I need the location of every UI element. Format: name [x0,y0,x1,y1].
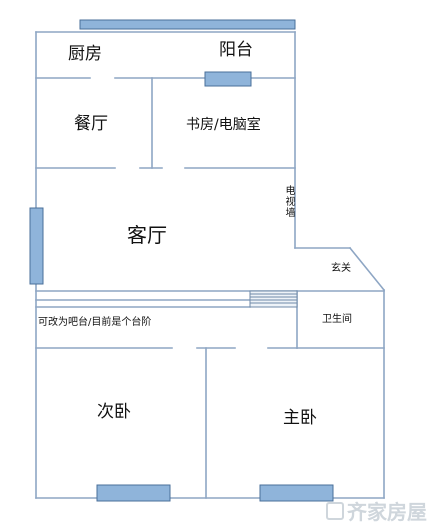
room-label-balcony: 阳台 [219,40,253,60]
room-label-study: 书房/电脑室 [186,117,261,133]
room-label-kitchen: 厨房 [68,44,102,64]
room-label-living: 客厅 [127,223,167,247]
room-label-entrance: 玄关 [331,263,351,274]
tv-wall-label: 电视墙 [283,185,294,218]
watermark-text: 齐家房屋 [347,500,427,524]
window-living [29,207,44,285]
window-master-bedroom [259,484,334,502]
window-balcony [204,71,252,87]
watermark-logo-icon [326,502,344,520]
room-label-second-bedroom: 次卧 [97,402,131,422]
room-label-bathroom: 卫生间 [322,314,352,325]
window-top [79,19,296,30]
room-label-dining: 餐厅 [74,114,108,134]
stairs-symbol [249,290,298,308]
bar-counter-note: 可改为吧台/目前是个台阶 [38,317,152,328]
room-label-master-bedroom: 主卧 [283,408,317,428]
watermark: 齐家房屋 [326,496,427,525]
wall [348,246,386,292]
window-second-bedroom [96,484,171,502]
